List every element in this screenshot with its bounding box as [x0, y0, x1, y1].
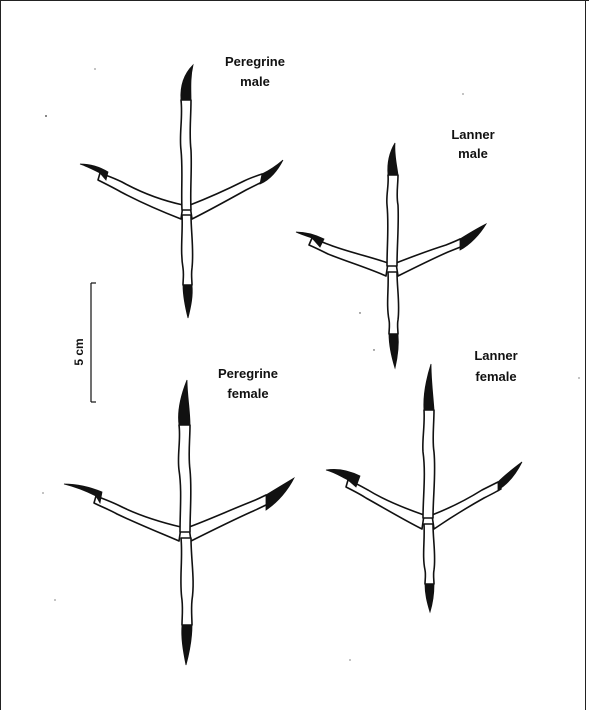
label-peregrine-female-species: Peregrine	[218, 366, 278, 381]
scale-bar-label: 5 cm	[72, 338, 86, 365]
label-peregrine-male-sex: male	[240, 74, 270, 89]
lanner-female-footprint	[326, 364, 522, 612]
peregrine-female-footprint	[64, 380, 294, 665]
label-lanner-female-sex: female	[475, 369, 516, 384]
lanner-male-footprint	[296, 143, 486, 368]
label-lanner-male-sex: male	[458, 146, 488, 161]
label-lanner-male-species: Lanner	[451, 127, 494, 142]
label-peregrine-female-sex: female	[227, 386, 268, 401]
label-peregrine-male-species: Peregrine	[225, 54, 285, 69]
peregrine-male-footprint	[80, 65, 283, 318]
label-lanner-female-species: Lanner	[474, 348, 517, 363]
scan-specks	[42, 68, 579, 660]
scale-bar: 5 cm	[72, 283, 96, 402]
